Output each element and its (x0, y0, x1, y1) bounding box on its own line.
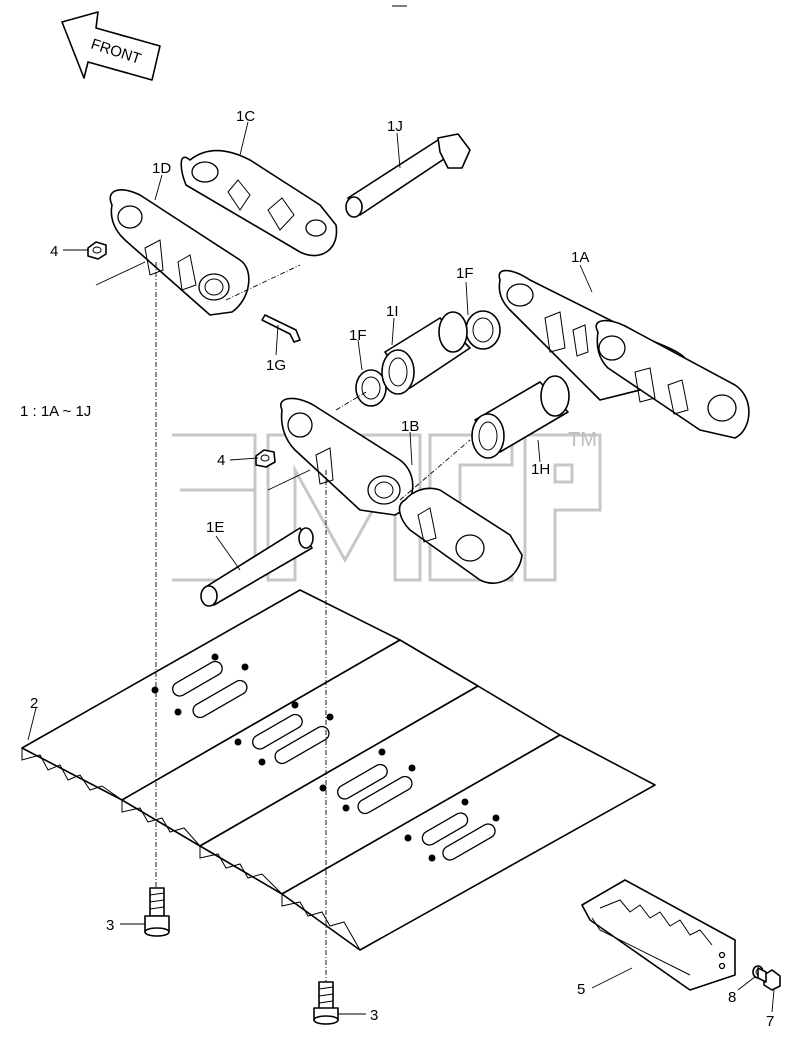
bushing-1H (471, 375, 570, 459)
link-1A-outer (595, 319, 750, 439)
link-1B (280, 397, 523, 584)
header-mark: — (392, 0, 407, 14)
callout-3-left: 3 (106, 917, 114, 934)
nut-4-lower (255, 449, 276, 468)
callout-1E: 1E (206, 519, 224, 536)
track-shoe-2 (21, 589, 656, 951)
callout-1H: 1H (531, 461, 550, 478)
callout-1I: 1I (386, 303, 399, 320)
bolt-3-left (144, 887, 170, 937)
ratio-note: 1 : 1A ~ 1J (20, 403, 91, 420)
bolt-3-bottom (313, 981, 339, 1025)
callout-1F-upper: 1F (456, 265, 474, 282)
link-1C (180, 149, 338, 257)
callout-1J: 1J (387, 118, 403, 135)
callout-3-bottom: 3 (370, 1007, 378, 1024)
callout-2: 2 (30, 695, 38, 712)
master-pin-1J (345, 133, 471, 218)
front-arrow: FRONT (61, 11, 161, 81)
seal-1F-lower (355, 369, 387, 407)
callout-4-upper: 4 (50, 243, 58, 260)
bolt-7 (757, 967, 781, 991)
callout-1D: 1D (152, 160, 171, 177)
callout-8: 8 (728, 989, 736, 1006)
callout-7: 7 (766, 1013, 774, 1030)
lock-pin-1G (261, 314, 301, 343)
leader-lines (27, 121, 775, 1015)
axis-line-pin (225, 264, 301, 301)
pin-1E (200, 527, 314, 607)
callout-1B: 1B (401, 418, 419, 435)
callout-1F-lower: 1F (349, 327, 367, 344)
callout-4-lower: 4 (217, 452, 225, 469)
axis-line-seal (335, 391, 367, 411)
guard-5 (581, 879, 736, 991)
callout-1A: 1A (571, 249, 589, 266)
seal-1F-upper (465, 310, 501, 350)
bushing-1I (381, 311, 471, 395)
nut-4-upper (87, 241, 107, 260)
link-1D (109, 189, 250, 316)
callout-5: 5 (577, 981, 585, 998)
callout-1C: 1C (236, 108, 255, 125)
callout-1G: 1G (266, 357, 286, 374)
watermark-tm: TM (568, 429, 597, 451)
